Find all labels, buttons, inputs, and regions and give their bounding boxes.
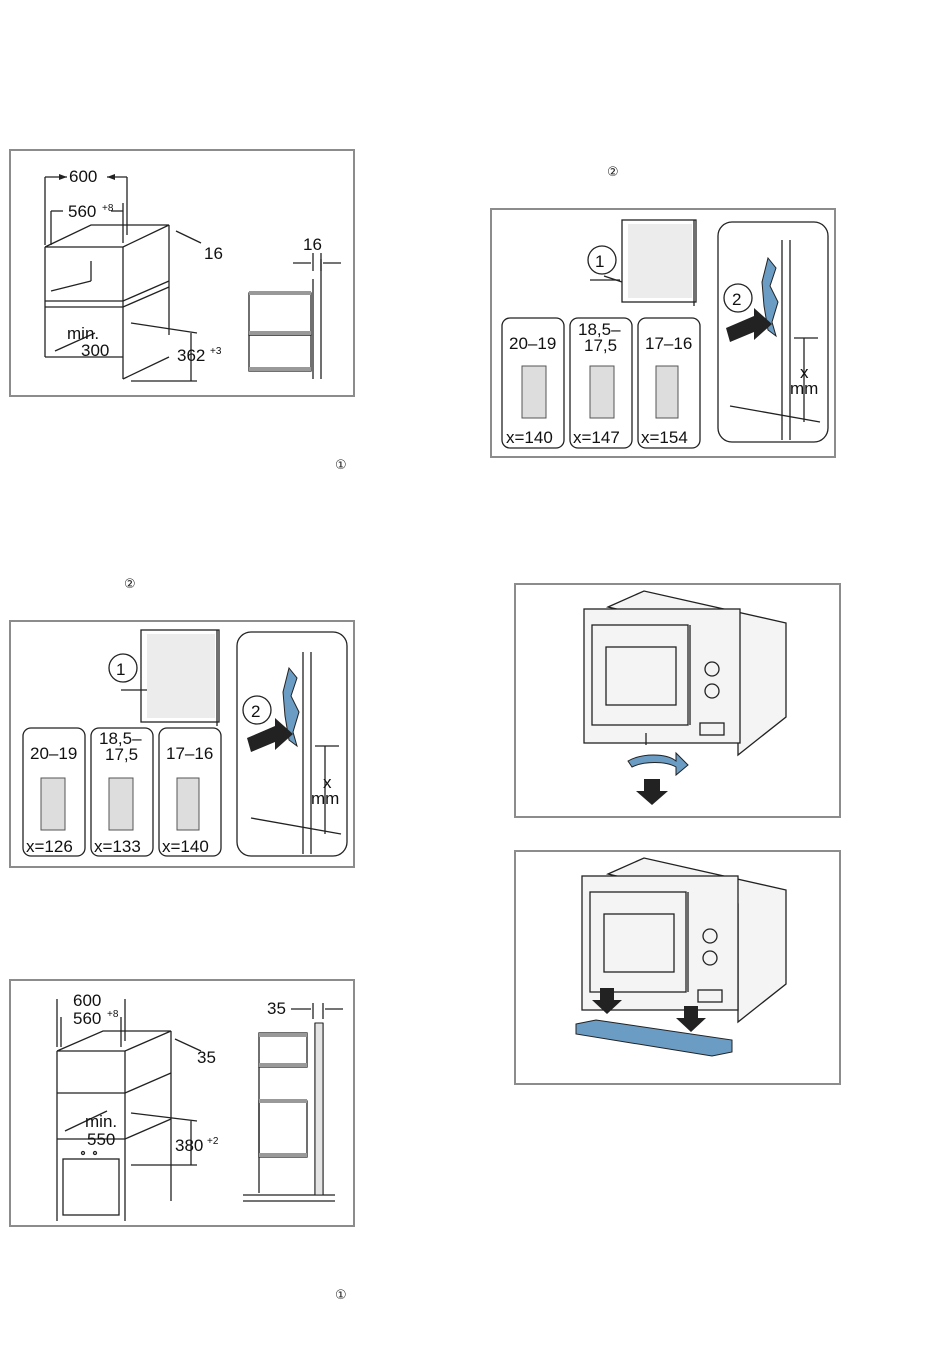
board-x-3: x=154 [641,428,688,447]
callout-1: 1 [116,660,125,679]
board-range-2-line2: 17,5 [105,745,138,764]
dim-height-value: 362 [177,346,205,365]
figure-bracket-position-133: 1 2 20–19 18,5– 17,5 17–16 x=126 x=133 x… [9,620,355,868]
figure-niche-dimensions-tall: 600 560 +8 35 min. 550 380 +2 35 [9,979,355,1227]
board-range-3: 17–16 [645,334,692,353]
dim-min-value: 300 [81,341,109,360]
board-range-2-line2: 17,5 [584,336,617,355]
dim-depth-top: 16 [204,244,223,263]
dim-width-inner: 560 [73,1009,101,1028]
board-range-1: 20–19 [509,334,556,353]
board-x-3: x=140 [162,837,209,856]
bracket-position-drawing-b: 1 2 20–19 18,5– 17,5 17–16 x=140 x=147 x… [492,210,836,458]
board-x-1: x=140 [506,428,553,447]
board-x-1: x=126 [26,837,73,856]
dim-side-thickness: 35 [267,999,286,1018]
board-x-2: x=133 [94,837,141,856]
dim-width-outer: 600 [73,991,101,1010]
marker-circled-2-a: ② [124,577,136,592]
dim-width-inner-tol: +8 [102,203,114,214]
tall-unit-dimensions-drawing: 600 560 +8 35 min. 550 380 +2 35 [11,981,355,1227]
label-mm: mm [790,379,818,398]
board-range-1: 20–19 [30,744,77,763]
board-range-3: 17–16 [166,744,213,763]
dim-height-tol: +2 [207,1136,219,1147]
figure-remove-screw [514,583,841,818]
dim-width-inner: 560 [68,202,96,221]
dim-min-value: 550 [87,1130,115,1149]
marker-circled-1-a: ① [335,458,347,473]
dim-depth-top: 35 [197,1048,216,1067]
board-x-2: x=147 [573,428,620,447]
label-mm: mm [311,789,339,808]
bracket-position-drawing-c: 1 2 20–19 18,5– 17,5 17–16 x=126 x=133 x… [11,622,355,868]
figure-mounting-strip [514,850,841,1085]
callout-2: 2 [732,290,741,309]
callout-2: 2 [251,702,260,721]
marker-circled-1-b: ① [335,1288,347,1303]
dim-height-tol: +3 [210,346,222,357]
marker-circled-2-b: ② [607,165,619,180]
figure-bracket-position-147: 1 2 20–19 18,5– 17,5 17–16 x=140 x=147 x… [490,208,836,458]
dim-width-outer: 600 [69,167,97,186]
dim-side-thickness: 16 [303,235,322,254]
dim-height-value: 380 [175,1136,203,1155]
dim-width-inner-tol: +8 [107,1009,119,1020]
microwave-strip-drawing [516,852,841,1085]
callout-1: 1 [595,252,604,271]
figure-niche-dimensions-wall: 600 560 +8 16 min. 300 362 +3 16 [9,149,355,397]
dim-min-label: min. [85,1112,117,1131]
microwave-screw-drawing [516,585,841,818]
niche-dimensions-drawing: 600 560 +8 16 min. 300 362 +3 16 [11,151,355,397]
